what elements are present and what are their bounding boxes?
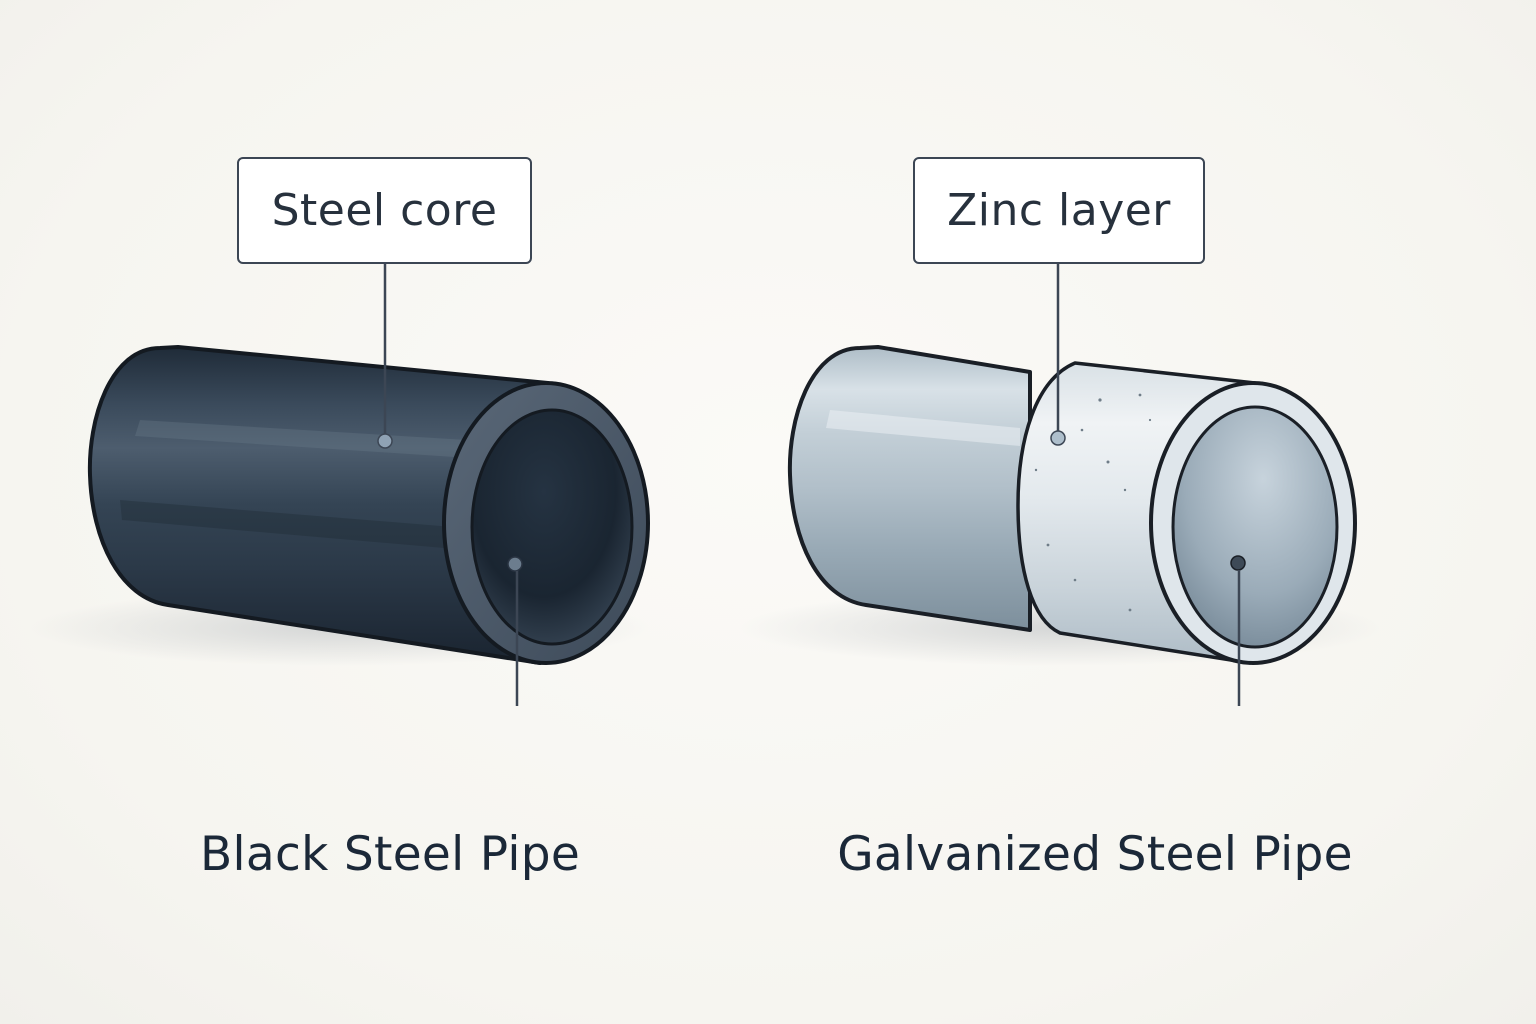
steel-core-callout: Steel core <box>237 157 532 264</box>
black-pipe-body <box>87 345 550 665</box>
galv-pipe-body <box>787 345 1032 632</box>
galvanized-steel-pipe <box>740 264 1380 706</box>
black-steel-pipe <box>30 264 650 706</box>
galv-pipe-highlight <box>826 410 1020 446</box>
galv-pipe-opening <box>1171 405 1339 649</box>
black-pipe-highlight <box>135 420 500 460</box>
black-inner-marker <box>507 556 523 572</box>
zinc-speckles <box>1034 393 1152 612</box>
steel-core-marker <box>377 433 393 449</box>
black-steel-pipe-label: Black Steel Pipe <box>199 827 581 882</box>
galv-inner-marker <box>1230 555 1246 571</box>
black-pipe-opening <box>470 408 634 646</box>
zinc-layer-marker <box>1050 430 1066 446</box>
steel-core-callout-text: Steel core <box>271 185 498 236</box>
zinc-layer-callout-text: Zinc layer <box>947 185 1171 236</box>
zinc-layer-callout: Zinc layer <box>913 157 1205 264</box>
black-pipe-band <box>120 500 490 552</box>
galvanized-steel-pipe-label: Galvanized Steel Pipe <box>837 827 1353 882</box>
